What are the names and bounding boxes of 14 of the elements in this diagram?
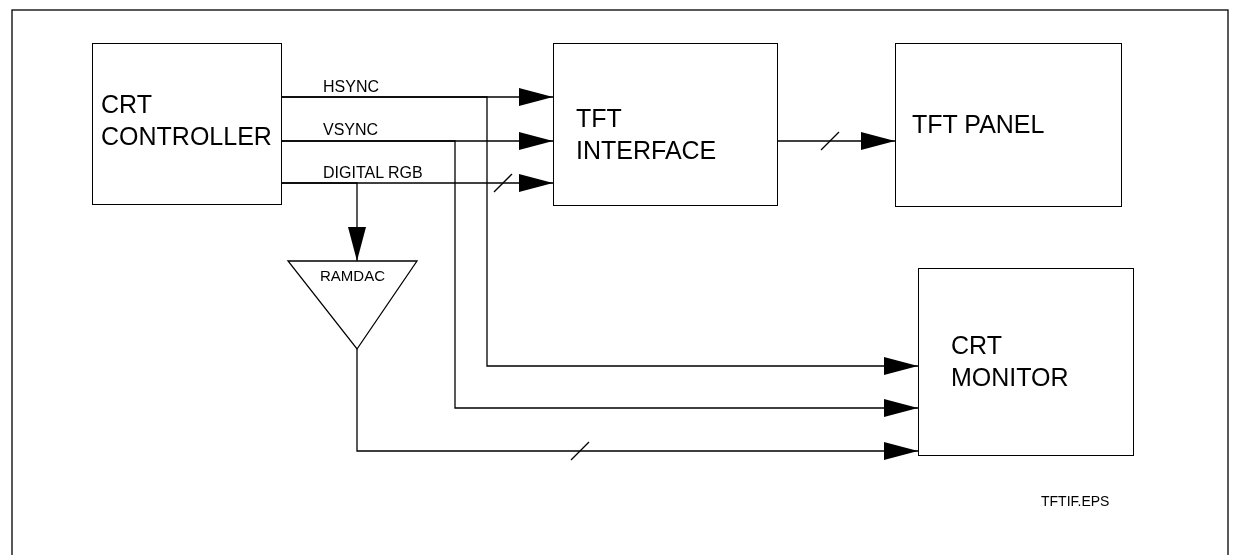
- block-box: [553, 43, 778, 206]
- block-box: [918, 268, 1134, 456]
- connector-arrow: [356, 348, 919, 460]
- connector-arrow: [281, 182, 366, 262]
- connector-arrow: [281, 140, 919, 417]
- connector-arrow: [281, 96, 919, 375]
- block-box: [895, 43, 1122, 207]
- block-label: CRT MONITOR: [951, 330, 1070, 393]
- block-label: TFT PANEL: [912, 109, 1046, 140]
- connector-arrow: [777, 132, 896, 150]
- amplifier-label: RAMDAC: [319, 267, 386, 285]
- block-label: CRT CONTROLLER: [101, 89, 271, 152]
- block-label: TFT INTERFACE: [576, 103, 718, 166]
- block-box: [92, 43, 282, 205]
